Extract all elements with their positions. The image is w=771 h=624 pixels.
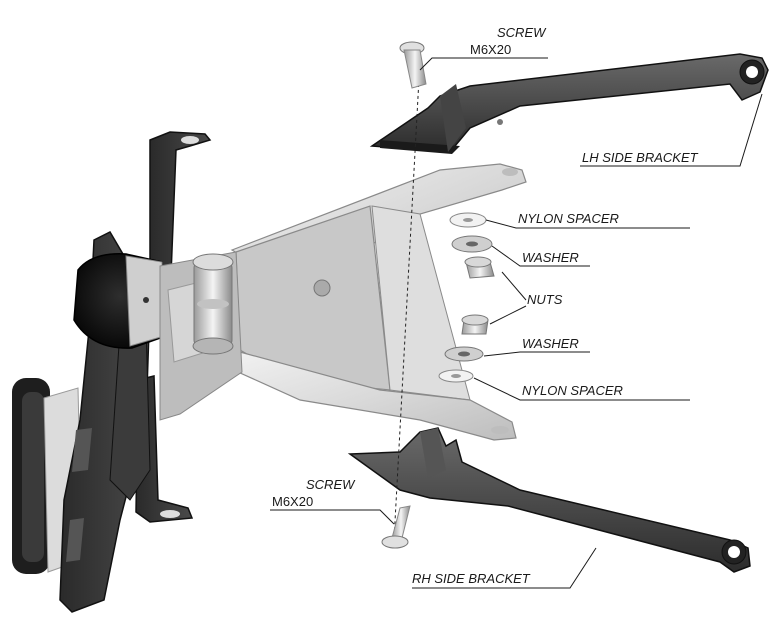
label-nylon-spacer-top: NYLON SPACER bbox=[518, 211, 619, 226]
label-washer-top: WASHER bbox=[522, 250, 579, 265]
nylon-spacer-top bbox=[449, 212, 487, 228]
leader-screw-bottom bbox=[270, 509, 395, 525]
hinge-cylinder bbox=[192, 253, 234, 355]
leader-nuts-bottom bbox=[489, 305, 527, 325]
tail-light bbox=[73, 253, 167, 349]
leader-washer-bottom bbox=[483, 351, 590, 357]
screw-top bbox=[399, 41, 427, 89]
label-lh-side-bracket: LH SIDE BRACKET bbox=[582, 150, 698, 165]
label-screw-bottom-size: M6X20 bbox=[272, 494, 314, 509]
leader-lines bbox=[270, 57, 763, 589]
label-screw-top: SCREW bbox=[497, 25, 546, 40]
rh-side-bracket bbox=[347, 427, 751, 573]
leader-washer-top bbox=[491, 245, 590, 267]
leader-nylon-spacer-bottom bbox=[473, 377, 690, 401]
label-screw-bottom: SCREW bbox=[306, 477, 355, 492]
reflector-part bbox=[12, 378, 83, 574]
nylon-spacer-bottom bbox=[438, 369, 474, 383]
label-nuts: NUTS bbox=[527, 292, 563, 307]
nut-bottom bbox=[461, 314, 489, 335]
washer-bottom bbox=[444, 346, 484, 362]
washer-top bbox=[451, 235, 493, 253]
label-nylon-spacer-bottom: NYLON SPACER bbox=[522, 383, 623, 398]
label-washer-bottom: WASHER bbox=[522, 336, 579, 351]
leader-nuts-top bbox=[501, 271, 527, 301]
label-screw-top-size: M6X20 bbox=[470, 42, 512, 57]
assembly-axis-line bbox=[393, 59, 421, 541]
leader-lh-bracket bbox=[580, 93, 763, 167]
leader-nylon-spacer-top bbox=[485, 219, 690, 229]
label-rh-side-bracket: RH SIDE BRACKET bbox=[412, 571, 530, 586]
nut-top bbox=[464, 256, 495, 279]
leader-rh-bracket bbox=[412, 547, 597, 589]
leader-screw-top bbox=[419, 57, 548, 71]
lh-side-bracket bbox=[369, 53, 769, 154]
screw-bottom bbox=[381, 505, 411, 549]
